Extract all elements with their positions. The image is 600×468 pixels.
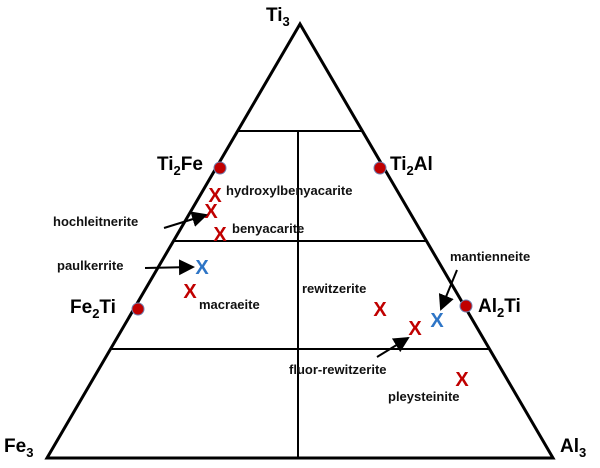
marker-paulkerrite: X [195,257,209,279]
marker-hochleitnerite: X [204,201,218,223]
label-hochleitnerite: hochleitnerite [53,214,138,229]
label-benyacarite: benyacarite [232,221,304,236]
end-member-label-ti2fe: Ti2Fe [157,154,203,178]
end-member-dot-ti2al [373,161,387,175]
label-macraeite: macraeite [199,297,260,312]
label-mantienneite: mantienneite [450,249,530,264]
marker-fluor-rewitzerite: X [408,318,422,340]
end-member-dot-ti2fe [213,161,227,175]
arrow-hochleitnerite [163,211,208,229]
arrow-fluor-rewitzerite [376,336,410,358]
label-pleysteinite: pleysteinite [388,389,460,404]
label-paulkerrite: paulkerrite [57,258,123,273]
label-rewitzerite: rewitzerite [302,281,366,296]
marker-hydroxylbenyacarite: X [208,185,222,207]
triangle-outline [44,21,556,460]
vertex-label-fe3: Fe3 [4,436,33,460]
end-member-dot-fe2ti [131,302,145,316]
label-hydroxylbenyacarite: hydroxylbenyacarite [226,183,352,198]
marker-benyacarite: X [213,224,227,246]
marker-macraeite: X [183,281,197,303]
end-member-label-al2ti: Al2Ti [478,296,521,320]
end-member-dot-al2ti [459,299,473,313]
marker-mantienneite: X [430,310,444,332]
arrow-paulkerrite [144,259,195,276]
label-fluor-rewitzerite: fluor-rewitzerite [289,362,387,377]
arrow-mantienneite [438,269,458,311]
marker-pleysteinite: X [455,369,469,391]
end-member-label-ti2al: Ti2Al [390,154,433,178]
vertex-label-ti3: Ti3 [266,5,290,29]
end-member-label-fe2ti: Fe2Ti [70,297,116,321]
vertex-label-al3: Al3 [560,436,586,460]
marker-rewitzerite: X [373,299,387,321]
